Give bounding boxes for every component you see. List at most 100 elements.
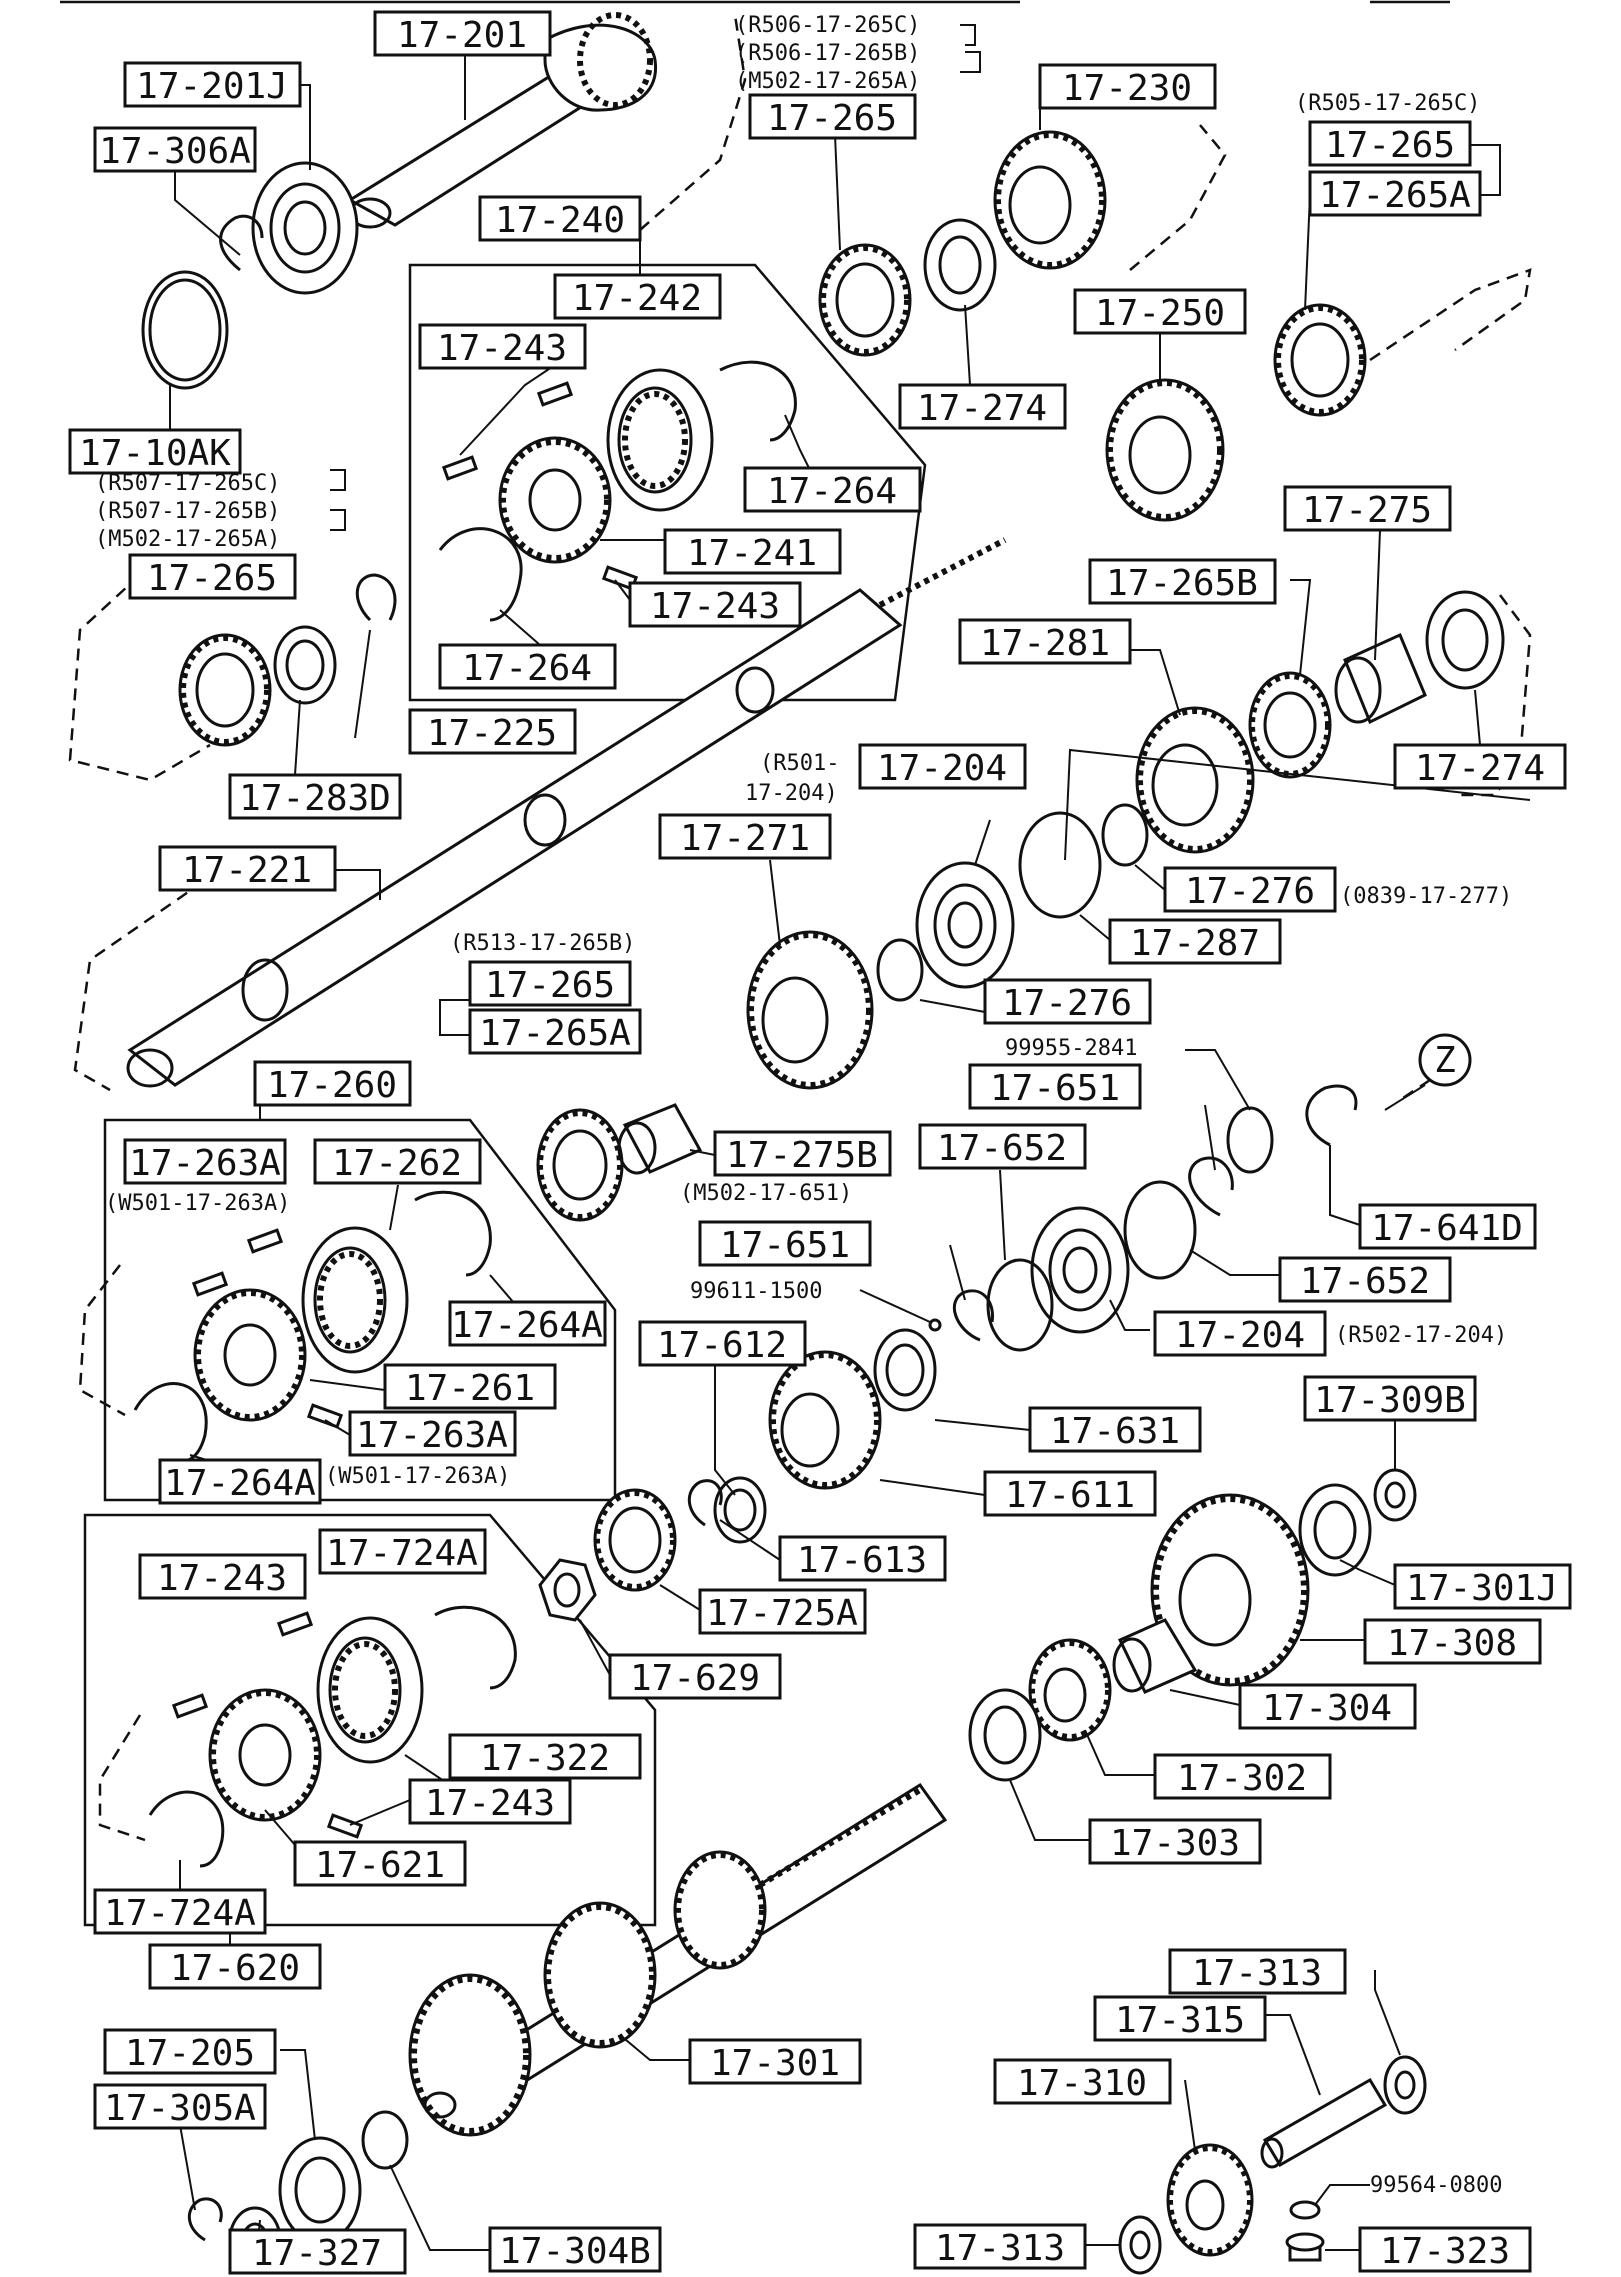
label-17-287: 17-287: [1108, 918, 1282, 965]
label-17-651-upper: 17-651: [968, 1063, 1142, 1110]
svg-text:17-261: 17-261: [405, 1368, 535, 1409]
svg-text:17-313: 17-313: [1192, 1953, 1322, 1994]
svg-text:17-652: 17-652: [937, 1128, 1067, 1169]
hub-17-261: [193, 1288, 307, 1422]
svg-text:17-305A: 17-305A: [104, 2088, 256, 2129]
svg-text:17-274: 17-274: [917, 388, 1047, 429]
label-17-283D: 17-283D: [228, 773, 402, 820]
svg-text:Z: Z: [1434, 1040, 1456, 1081]
keys-17-243: [441, 381, 639, 591]
label-17-265-topright: 17-265: [1308, 120, 1472, 167]
label-17-271: 17-271: [658, 813, 832, 860]
label-17-243-top: 17-243: [418, 323, 587, 370]
label-17-265A-mid: 17-265A: [468, 1008, 642, 1055]
spring-17-264-upper: [719, 360, 797, 442]
svg-text:17-204: 17-204: [877, 748, 1007, 789]
label-17-611: 17-611: [983, 1470, 1157, 1517]
svg-text:17-243: 17-243: [437, 328, 567, 369]
label-17-225: 17-225: [408, 708, 577, 755]
ring-17-641D: [1305, 1084, 1358, 1147]
snap-ring-17-225: [355, 573, 397, 622]
svg-text:17-204: 17-204: [1175, 1315, 1305, 1356]
spring-17-264A-upper: [414, 1190, 492, 1277]
svg-text:17-308: 17-308: [1387, 1623, 1517, 1664]
svg-text:17-303: 17-303: [1110, 1823, 1240, 1864]
svg-text:17-225: 17-225: [427, 713, 557, 754]
label-17-621: 17-621: [293, 1840, 467, 1887]
nut-17-629: [538, 1558, 597, 1622]
label-17-313-top: 17-313: [1168, 1948, 1347, 1995]
svg-text:17-287: 17-287: [1130, 923, 1260, 964]
label-17-308: 17-308: [1363, 1618, 1542, 1665]
svg-text:17-613: 17-613: [797, 1540, 927, 1581]
label-17-221: 17-221: [158, 845, 337, 892]
label-17-274-right: 17-274: [1393, 743, 1567, 790]
note-r505-265c: (R505-17-265C): [1295, 91, 1480, 116]
svg-text:17-322: 17-322: [480, 1738, 610, 1779]
sync-assembly-260-outline: [103, 1118, 617, 1502]
note-m502-265a-left: (M502-17-265A): [95, 527, 280, 552]
svg-text:17-240: 17-240: [495, 200, 625, 241]
ball-99611-1500: [928, 1318, 942, 1332]
sleeve-17-242: [606, 368, 714, 512]
svg-text:17-283D: 17-283D: [239, 778, 391, 819]
bearing-17-303: [968, 1688, 1042, 1782]
label-17-260: 17-260: [253, 1060, 412, 1107]
svg-text:17-281: 17-281: [980, 623, 1110, 664]
svg-text:17-265: 17-265: [1325, 125, 1455, 166]
label-17-281: 17-281: [958, 618, 1132, 665]
label-17-631: 17-631: [1028, 1406, 1202, 1453]
svg-text:17-301J: 17-301J: [1406, 1568, 1558, 1609]
label-17-315: 17-315: [1093, 1995, 1267, 2042]
note-99611-1500: 99611-1500: [690, 1279, 822, 1304]
svg-text:17-301: 17-301: [710, 2043, 840, 2084]
label-17-641D: 17-641D: [1358, 1203, 1537, 1250]
ring-17-10AK: [141, 270, 229, 390]
snap-ring-17-651-upper: [1188, 1156, 1234, 1217]
bushing-17-275: [1334, 632, 1427, 725]
note-r507-265c: (R507-17-265C): [95, 471, 280, 496]
label-17-724A-bottom: 17-724A: [93, 1888, 267, 1935]
label-17-10AK: 17-10AK: [68, 428, 242, 475]
note-w501-263a-bottom: (W501-17-263A): [325, 1464, 510, 1489]
svg-text:17-612: 17-612: [657, 1325, 787, 1366]
svg-text:17-276: 17-276: [1185, 871, 1315, 912]
svg-text:17-264A: 17-264A: [164, 1463, 316, 1504]
hub-17-621: [208, 1688, 322, 1822]
label-17-613: 17-613: [778, 1535, 947, 1582]
svg-text:17-274: 17-274: [1415, 748, 1545, 789]
pin-17-315: [1260, 2077, 1388, 2169]
washer-17-313-lower: [1118, 2215, 1162, 2275]
svg-text:17-651: 17-651: [720, 1225, 850, 1266]
label-17-241: 17-241: [663, 528, 842, 575]
sync-ring-17-265-left: [178, 633, 272, 747]
svg-text:17-10AK: 17-10AK: [79, 433, 231, 474]
sync-ring-17-265B: [1248, 671, 1332, 779]
label-17-310: 17-310: [993, 2058, 1172, 2105]
svg-text:17-262: 17-262: [332, 1143, 462, 1184]
svg-text:17-631: 17-631: [1050, 1411, 1180, 1452]
label-17-304: 17-304: [1238, 1683, 1417, 1730]
svg-text:17-263A: 17-263A: [129, 1143, 281, 1184]
svg-text:17-264A: 17-264A: [451, 1305, 603, 1346]
svg-text:17-201: 17-201: [397, 15, 527, 56]
label-17-309B: 17-309B: [1303, 1375, 1477, 1422]
label-17-262: 17-262: [313, 1138, 482, 1185]
svg-text:17-275B: 17-275B: [726, 1135, 878, 1176]
bearing-17-204-upper: [915, 861, 1015, 989]
ring-17-276-upper: [1101, 803, 1149, 867]
svg-text:17-265: 17-265: [147, 558, 277, 599]
sleeve-17-262: [301, 1226, 409, 1374]
svg-text:17-620: 17-620: [170, 1948, 300, 1989]
svg-text:17-242: 17-242: [572, 278, 702, 319]
note-0839-277: (0839-17-277): [1340, 884, 1512, 909]
svg-text:17-621: 17-621: [315, 1845, 445, 1886]
bushing-17-304: [1112, 1618, 1198, 1694]
svg-text:17-243: 17-243: [425, 1783, 555, 1824]
label-17-242: 17-242: [553, 273, 722, 320]
spring-17-264-lower: [438, 527, 523, 622]
svg-text:17-611: 17-611: [1005, 1475, 1135, 1516]
ring-17-652-upper: [1123, 1180, 1197, 1280]
svg-text:17-724A: 17-724A: [326, 1533, 478, 1574]
